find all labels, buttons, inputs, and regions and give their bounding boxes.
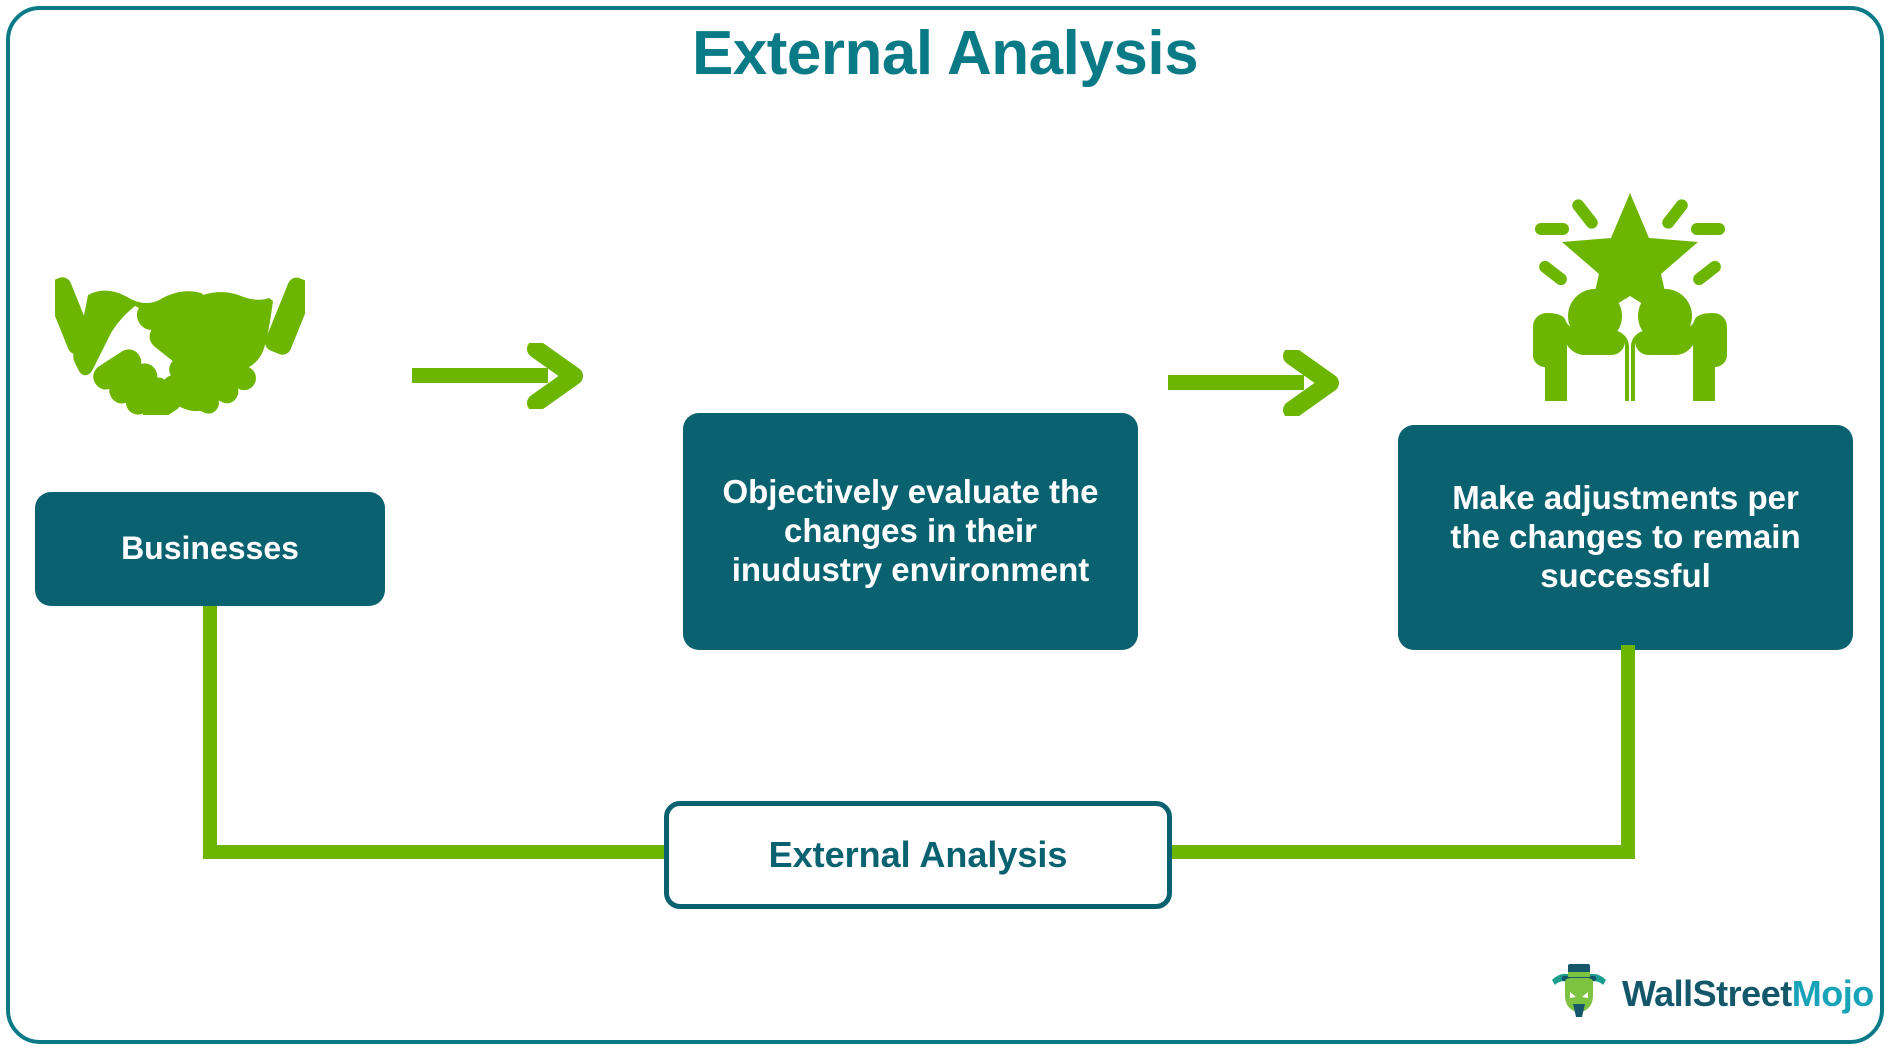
arrow-right-1-icon: [412, 340, 584, 414]
logo-text: WallStreetMojo: [1622, 973, 1874, 1015]
box-objectively-evaluate: Objectively evaluate the changes in thei…: [683, 413, 1138, 650]
logo-text-primary: WallStreet: [1622, 972, 1792, 1014]
logo-text-accent: Mojo: [1791, 972, 1874, 1014]
wallstreetmojo-logo[interactable]: WallStreetMojo: [1548, 960, 1874, 1027]
box-businesses: Businesses: [35, 492, 385, 606]
connector-line-right-horizontal: [1160, 845, 1635, 859]
handshake-icon: [45, 265, 314, 423]
connector-line-right-vertical: [1621, 645, 1635, 855]
box-external-analysis: External Analysis: [664, 801, 1172, 909]
connector-line-left-horizontal: [203, 845, 681, 859]
connector-line-left-vertical: [203, 606, 217, 855]
celebration-people-star-icon: [1525, 185, 1735, 410]
bull-with-top-hat-icon: [1548, 960, 1610, 1027]
arrow-right-2-icon: [1168, 347, 1340, 421]
box-make-adjustments: Make adjustments per the changes to rema…: [1398, 425, 1853, 650]
page-title: External Analysis: [691, 19, 1199, 88]
